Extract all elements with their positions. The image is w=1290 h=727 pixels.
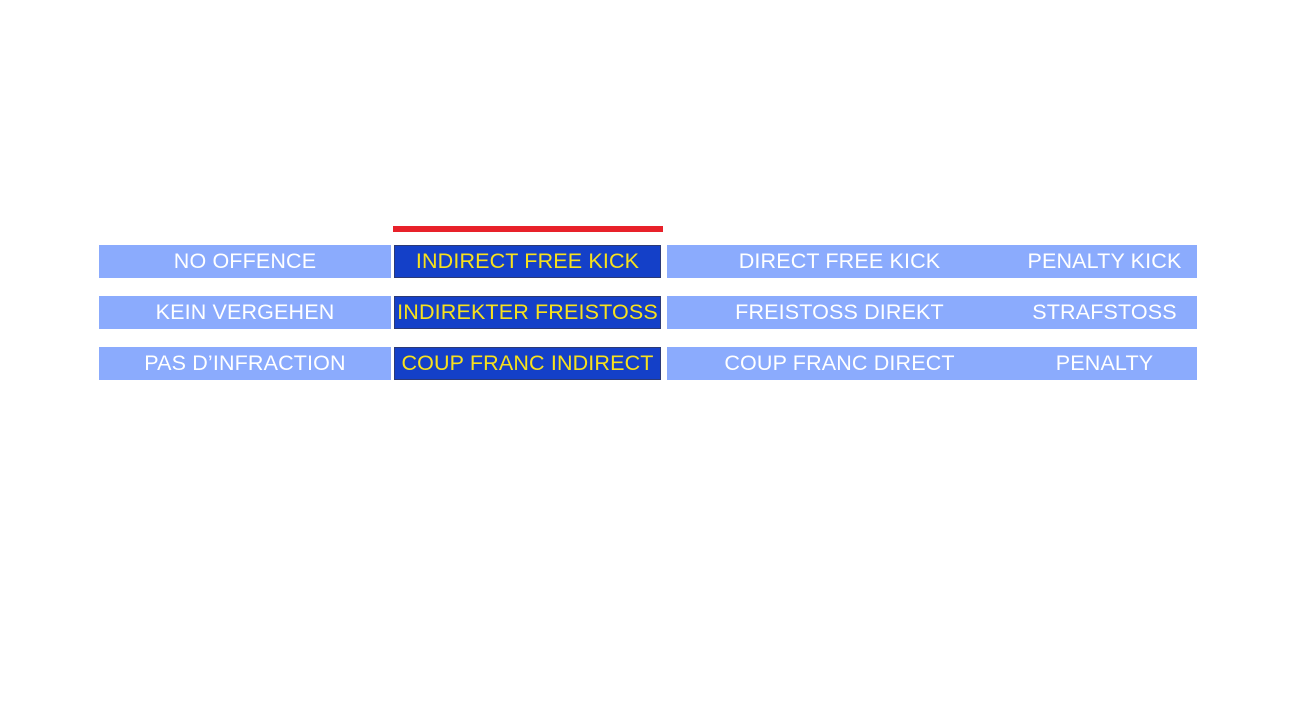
cell-group-right-en: DIRECT FREE KICK PENALTY KICK <box>667 245 1197 278</box>
cell-no-offence-fr[interactable]: PAS D’INFRACTION <box>99 347 391 380</box>
cell-direct-free-kick-fr[interactable]: COUP FRANC DIRECT <box>724 350 955 375</box>
cell-group-right-de: FREISTOSS DIREKT STRAFSTOSS <box>667 296 1197 329</box>
cell-direct-free-kick-de[interactable]: FREISTOSS DIREKT <box>735 299 944 324</box>
cell-indirect-free-kick-de[interactable]: INDIREKTER FREISTOSS <box>394 296 661 329</box>
cell-no-offence-de[interactable]: KEIN VERGEHEN <box>99 296 391 329</box>
cell-direct-free-kick-en[interactable]: DIRECT FREE KICK <box>738 248 941 273</box>
cell-indirect-free-kick-fr[interactable]: COUP FRANC INDIRECT <box>394 347 661 380</box>
red-marker-bar <box>393 226 663 232</box>
decision-table: NO OFFENCE INDIRECT FREE KICK DIRECT FRE… <box>99 226 1197 386</box>
cell-group-right-fr: COUP FRANC DIRECT PENALTY <box>667 347 1197 380</box>
cell-penalty-kick-en[interactable]: PENALTY KICK <box>1027 248 1182 273</box>
cell-no-offence-en[interactable]: NO OFFENCE <box>99 245 391 278</box>
cell-indirect-free-kick-en[interactable]: INDIRECT FREE KICK <box>394 245 661 278</box>
cell-penalty-kick-de[interactable]: STRAFSTOSS <box>1032 299 1177 324</box>
table-row: KEIN VERGEHEN INDIREKTER FREISTOSS FREIS… <box>99 296 1197 329</box>
table-row: PAS D’INFRACTION COUP FRANC INDIRECT COU… <box>99 347 1197 380</box>
table-row: NO OFFENCE INDIRECT FREE KICK DIRECT FRE… <box>99 245 1197 278</box>
cell-penalty-kick-fr[interactable]: PENALTY <box>1055 350 1154 375</box>
